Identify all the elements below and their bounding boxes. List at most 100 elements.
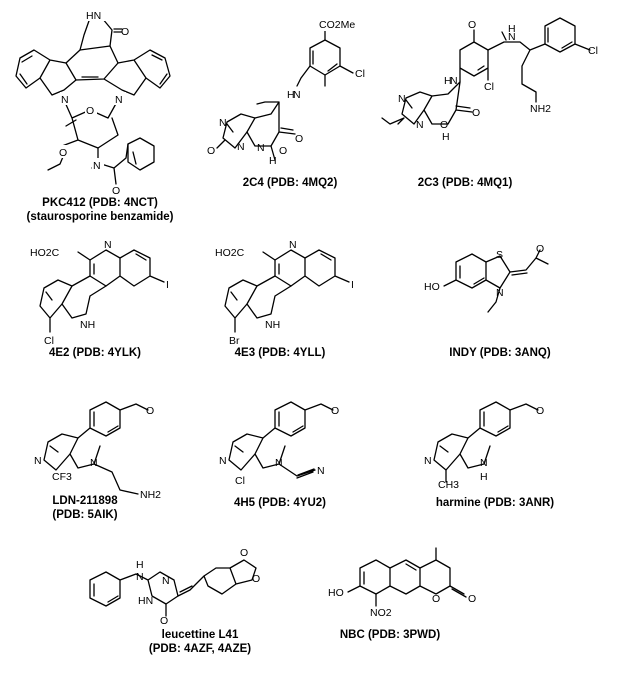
atom-label: O <box>295 133 303 145</box>
atom-label: O <box>207 145 215 157</box>
atom-label: N <box>219 455 227 467</box>
atom-label: HO <box>328 587 344 599</box>
caption-line: 4E3 (PDB: 4YLL) <box>234 347 326 359</box>
atom-label: O <box>440 119 448 131</box>
atom-label: NH <box>80 319 95 331</box>
atom-label: N <box>480 457 488 469</box>
atom-label: HO2C <box>215 247 245 259</box>
leucettine-l41-structure: H N N O O HN O <box>89 547 260 627</box>
compound-leucettine-l41: H N N O O HN O <box>80 520 300 630</box>
4e3-structure: HO2C N I NH Br <box>215 239 354 347</box>
caption-2c3: 2C3 (PDB: 4MQ1) <box>400 176 530 190</box>
atom-label: N <box>450 75 458 87</box>
atom-label: O <box>331 405 339 417</box>
compound-2c3: O N H Cl NH2 N H N N O H O Cl <box>380 10 610 210</box>
atom-label: CO2Me <box>319 19 355 31</box>
atom-label: I <box>166 279 169 291</box>
caption-line: 2C4 (PDB: 4MQ2) <box>242 177 338 189</box>
caption-pkc412: PKC412 (PDB: 4NCT) (staurosporine benzam… <box>10 196 190 224</box>
compound-2c4: CO2Me N H O Cl N N N O H O <box>205 18 375 220</box>
atom-label: O <box>472 107 480 119</box>
atom-label: O <box>112 185 120 197</box>
atom-label: N <box>136 571 144 583</box>
atom-label: O <box>240 547 248 559</box>
atom-label: N <box>398 93 406 105</box>
atom-label: O <box>468 19 476 31</box>
atom-label: H <box>136 559 144 571</box>
compound-ldn-211898: O N N CF3 NH2 <box>20 380 200 501</box>
2c4-structure: CO2Me N H O Cl N N N O H O <box>207 18 365 167</box>
pkc412-structure: HN O N N O O N O <box>15 8 171 197</box>
atom-label: N <box>93 160 101 172</box>
atom-label: Cl <box>235 475 245 487</box>
atom-label: NH <box>265 319 280 331</box>
atom-label: O <box>146 405 154 417</box>
atom-label: O <box>279 145 287 157</box>
atom-label: HN <box>86 10 101 22</box>
caption-line: leucettine L41 <box>161 629 239 641</box>
atom-label: O <box>160 615 168 627</box>
atom-label: N <box>219 117 227 129</box>
caption-line: 4E2 (PDB: 4YLK) <box>48 347 142 359</box>
atom-label: O <box>121 26 129 38</box>
indy-structure: S O HO N <box>424 243 549 313</box>
caption-harmine: harmine (PDB: 3ANR) <box>420 496 570 510</box>
caption-line: 4H5 (PDB: 4YU2) <box>233 497 327 509</box>
compound-indy: S O HO N <box>400 240 600 350</box>
caption-indy: INDY (PDB: 3ANQ) <box>430 346 570 360</box>
atom-label: S <box>496 249 503 261</box>
compound-4e3: HO2C N I NH Br <box>205 239 385 350</box>
atom-label: CF3 <box>52 471 72 483</box>
atom-label: N <box>162 575 170 587</box>
4e2-structure: HO2C N I NH Cl <box>30 239 169 347</box>
atom-label: O <box>252 573 260 585</box>
compound-4h5: O N N Cl N <box>205 380 385 490</box>
compound-4e2: HO2C N I NH Cl <box>20 239 200 350</box>
4h5-structure: O N N Cl N <box>219 401 339 487</box>
atom-label: O <box>86 105 94 117</box>
atom-label: CH3 <box>438 479 459 491</box>
harmine-structure: O N N H CH3 <box>424 401 544 491</box>
atom-label: Cl <box>44 335 54 347</box>
atom-label: H <box>480 471 488 483</box>
caption-4h5: 4H5 (PDB: 4YU2) <box>215 496 345 510</box>
atom-label: NO2 <box>370 607 392 619</box>
caption-line: (staurosporine benzamide) <box>26 211 174 223</box>
atom-label: Cl <box>355 68 365 80</box>
2c3-structure: O N H Cl NH2 N H N N O H O Cl <box>381 17 598 143</box>
atom-label: HN <box>138 595 153 607</box>
compound-pkc412: HN O N N O O N O <box>0 0 200 230</box>
caption-ldn-211898: LDN-211898 (PDB: 5AIK) <box>20 494 150 522</box>
atom-label: Cl <box>588 45 598 57</box>
atom-label: O <box>59 147 67 159</box>
caption-line: (PDB: 4AZF, 4AZE) <box>148 643 252 655</box>
atom-label: N <box>424 455 432 467</box>
atom-label: N <box>90 457 98 469</box>
atom-label: Br <box>229 335 240 347</box>
atom-label: H <box>508 23 516 35</box>
caption-line: (PDB: 5AIK) <box>52 509 118 521</box>
atom-label: N <box>104 239 112 251</box>
atom-label: H <box>444 75 452 87</box>
atom-label: O <box>468 593 476 605</box>
atom-label: Cl <box>484 81 494 93</box>
atom-label: HO <box>424 281 440 293</box>
atom-label: NH2 <box>140 489 161 501</box>
caption-line: harmine (PDB: 3ANR) <box>435 497 555 509</box>
compound-harmine: O N N H CH3 <box>400 380 600 491</box>
caption-4e2: 4E2 (PDB: 4YLK) <box>30 346 160 360</box>
caption-line: 2C3 (PDB: 4MQ1) <box>417 177 513 189</box>
atom-label: H <box>442 131 450 143</box>
atom-label: N <box>416 119 424 131</box>
atom-label: H <box>287 89 295 101</box>
caption-4e3: 4E3 (PDB: 4YLL) <box>215 346 345 360</box>
atom-label: N <box>275 457 283 469</box>
caption-line: LDN-211898 <box>52 495 118 507</box>
caption-line: NBC (PDB: 3PWD) <box>339 629 441 641</box>
compound-nbc: HO NO2 O O <box>320 520 520 630</box>
atom-label: N <box>115 94 123 106</box>
atom-label: N <box>61 94 69 106</box>
atom-label: N <box>317 465 325 477</box>
caption-2c4: 2C4 (PDB: 4MQ2) <box>225 176 355 190</box>
atom-label: N <box>289 239 297 251</box>
